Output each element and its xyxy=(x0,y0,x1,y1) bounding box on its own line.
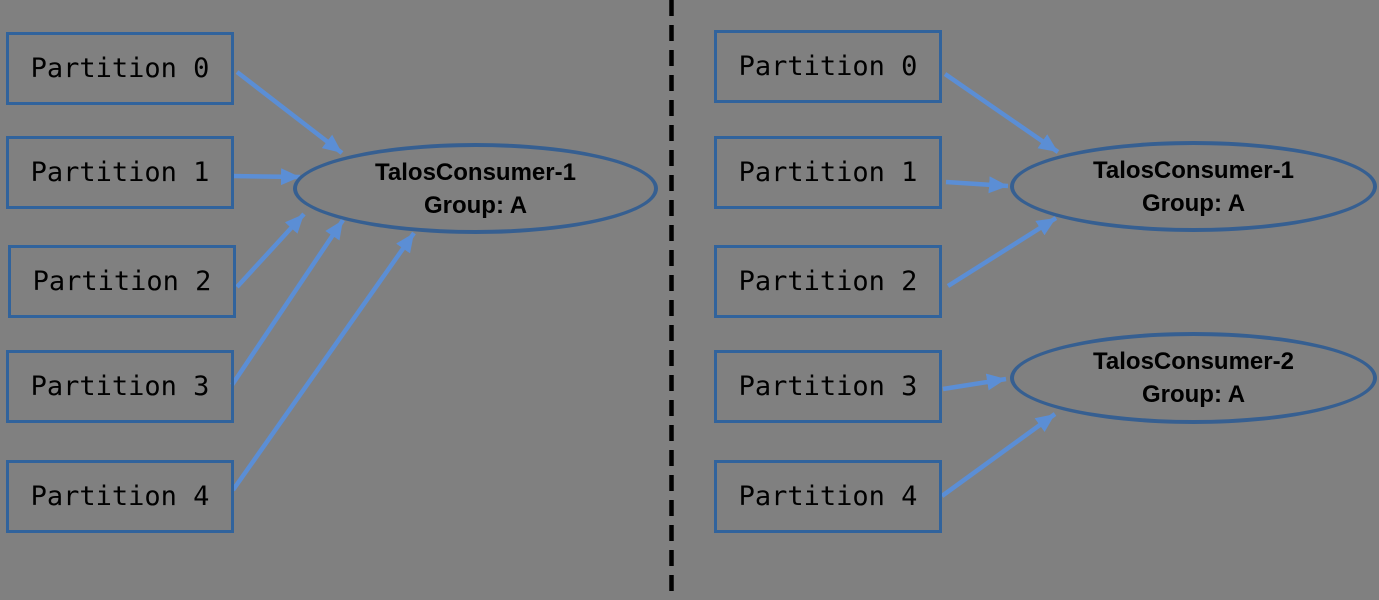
right-consumer-2-group: Group: A xyxy=(1141,381,1246,408)
arrow-left-partition3-consumer1 xyxy=(230,218,345,387)
right-consumer-1-group: Group: A xyxy=(1141,189,1246,217)
right-partition-2-label: Partition 2 xyxy=(738,266,918,297)
arrow-right-partition0-consumer1 xyxy=(943,72,1060,154)
left-partition-0-box: Partition 0 xyxy=(6,32,234,105)
right-partition-3-box: Partition 3 xyxy=(714,350,942,423)
arrow-left-partition2-consumer1 xyxy=(235,212,306,289)
left-partition-2-label: Partition 2 xyxy=(32,266,212,297)
arrow-left-partition1-consumer1 xyxy=(231,168,301,186)
left-consumer-1-ellipse: TalosConsumer-1 Group: A xyxy=(293,143,658,234)
left-partition-2-box: Partition 2 xyxy=(8,245,236,318)
left-consumer-1-group: Group: A xyxy=(423,191,528,219)
right-partition-4-box: Partition 4 xyxy=(714,460,942,533)
arrow-left-partition4-consumer1 xyxy=(231,231,416,492)
right-partition-4-label: Partition 4 xyxy=(738,481,918,512)
left-partition-3-label: Partition 3 xyxy=(30,371,210,402)
left-partition-3-box: Partition 3 xyxy=(6,350,234,423)
right-partition-0-label: Partition 0 xyxy=(738,51,918,82)
arrow-left-partition0-consumer1 xyxy=(235,70,344,155)
arrow-right-partition4-consumer2 xyxy=(940,412,1057,498)
left-partition-4-label: Partition 4 xyxy=(30,481,210,512)
left-partition-1-box: Partition 1 xyxy=(6,136,234,209)
left-partition-4-box: Partition 4 xyxy=(6,460,234,533)
arrow-right-partition3-consumer2 xyxy=(942,373,1007,392)
right-consumer-1-ellipse: TalosConsumer-1 Group: A xyxy=(1010,141,1377,232)
left-partition-0-label: Partition 0 xyxy=(30,53,210,84)
right-partition-3-label: Partition 3 xyxy=(738,371,918,402)
right-consumer-2-name: TalosConsumer-2 xyxy=(1093,348,1294,375)
right-partition-1-box: Partition 1 xyxy=(714,136,942,209)
arrow-right-partition2-consumer1 xyxy=(946,216,1058,288)
left-partition-1-label: Partition 1 xyxy=(30,157,210,188)
right-partition-0-box: Partition 0 xyxy=(714,30,942,103)
right-partition-2-box: Partition 2 xyxy=(714,245,942,318)
right-consumer-2-ellipse: TalosConsumer-2 Group: A xyxy=(1010,332,1377,424)
arrow-right-partition1-consumer1 xyxy=(945,176,1009,194)
right-partition-1-label: Partition 1 xyxy=(738,157,918,188)
right-consumer-1-name: TalosConsumer-1 xyxy=(1093,156,1294,184)
left-consumer-1-name: TalosConsumer-1 xyxy=(375,158,576,186)
